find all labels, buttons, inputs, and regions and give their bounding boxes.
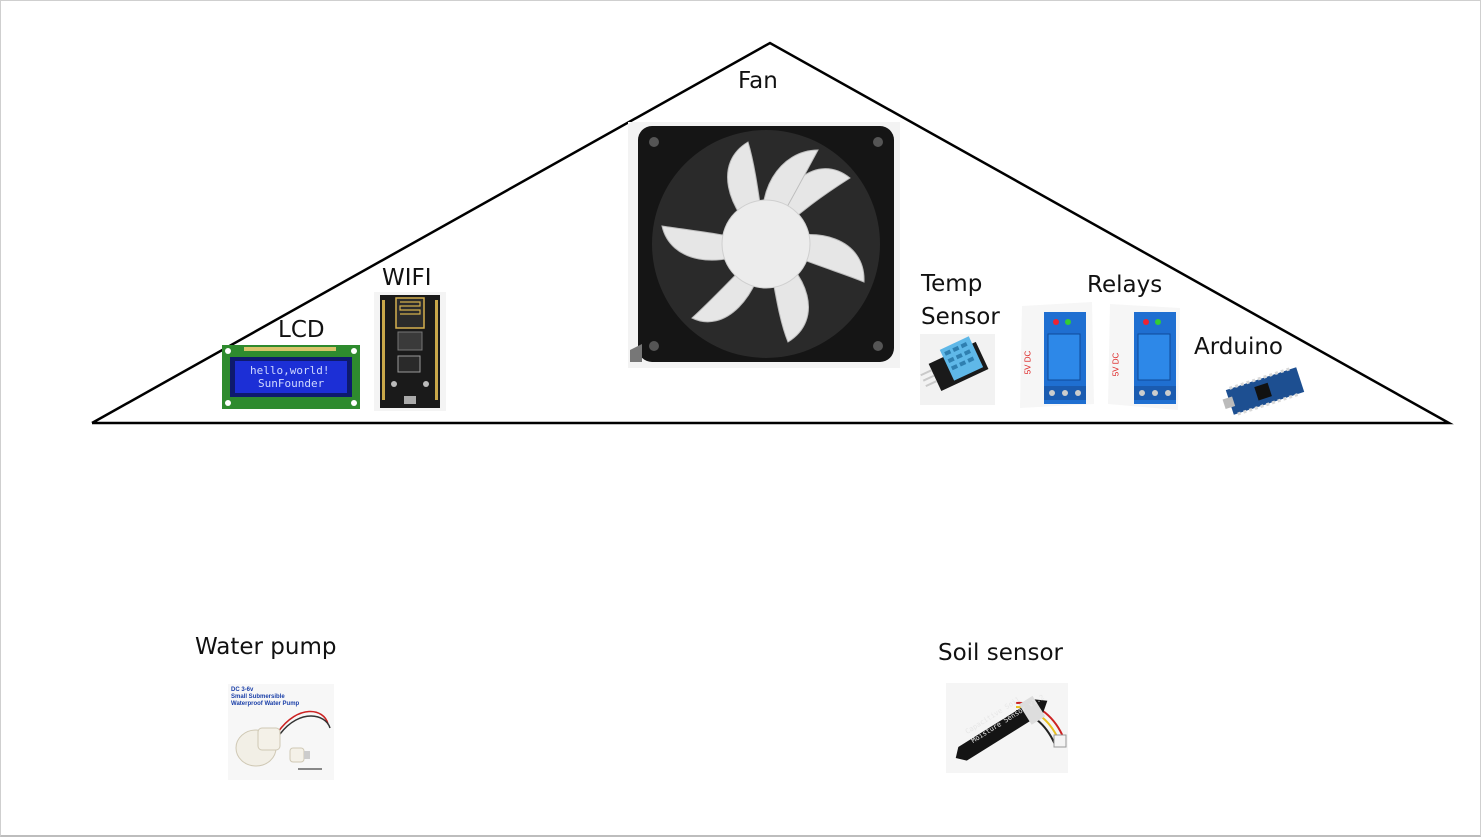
water-pump-image: DC 3-6v Small Submersible Waterproof Wat… bbox=[228, 684, 334, 780]
temp-sensor-image bbox=[920, 334, 995, 405]
lcd-label: LCD bbox=[278, 317, 325, 345]
water-pump-label: Water pump bbox=[195, 634, 336, 662]
lcd-module-image: hello,world! SunFounder bbox=[222, 345, 360, 411]
soil-sensor-image: Capacitive Soil Moisture Sensor v1.2 bbox=[946, 683, 1068, 773]
fan-image bbox=[628, 122, 900, 368]
fan-label: Fan bbox=[738, 68, 778, 96]
soil-sensor-label: Soil sensor bbox=[938, 640, 1063, 668]
arduino-image bbox=[1222, 360, 1308, 422]
lcd-screen-line2: SunFounder bbox=[258, 377, 324, 390]
relay-image-1: 5V DC bbox=[1008, 300, 1098, 410]
temp-sensor-label-line1: Temp bbox=[921, 271, 982, 299]
arduino-label: Arduino bbox=[1194, 334, 1283, 362]
lcd-screen-line1: hello,world! bbox=[250, 364, 329, 377]
relay-image-2: 5V DC bbox=[1100, 300, 1190, 410]
temp-sensor-label-line2: Sensor bbox=[921, 304, 1000, 332]
wifi-label: WIFI bbox=[382, 265, 432, 293]
relay-1-voltage-text: 5V DC bbox=[1023, 351, 1032, 375]
relay-2-voltage-text: 5V DC bbox=[1111, 353, 1120, 377]
wifi-module-image bbox=[374, 292, 446, 411]
relays-label: Relays bbox=[1087, 272, 1162, 300]
